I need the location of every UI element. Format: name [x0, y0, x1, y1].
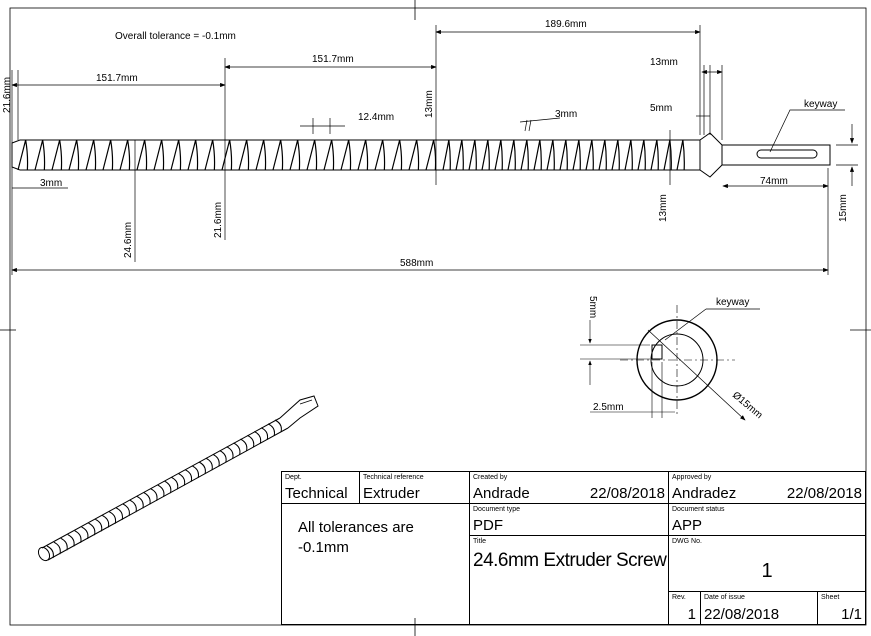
dim-24-6: 24.6mm	[123, 222, 134, 258]
created-by-value: Andrade	[473, 485, 530, 502]
dept-label: Dept.	[285, 474, 302, 481]
dim-12-4: 12.4mm	[358, 112, 394, 123]
dim-13-top: 13mm	[650, 57, 678, 68]
screw-flights	[17, 139, 685, 171]
dim-2-5: 2.5mm	[593, 402, 624, 413]
dim-3-mid: 3mm	[555, 109, 577, 120]
keyway-slot	[756, 149, 818, 159]
section-view	[580, 305, 760, 421]
status-label: Document status	[672, 506, 725, 513]
techref-cell: Technical reference Extruder	[360, 472, 470, 504]
techref-label: Technical reference	[363, 474, 424, 481]
dim-588: 588mm	[400, 258, 433, 269]
dim-13-bottom: 13mm	[658, 194, 669, 222]
title-cell: Title 24.6mm Extruder Screw	[470, 536, 669, 624]
tolerance-note: All tolerances are -0.1mm	[298, 519, 414, 556]
sheet-value: 1/1	[841, 606, 862, 623]
issue-date-value: 22/08/2018	[704, 606, 780, 623]
rev-value: 1	[687, 606, 696, 623]
issue-cell: Date of issue 22/08/2018	[701, 592, 818, 624]
approved-cell: Approved by Andradez 22/08/2018	[669, 472, 865, 504]
issue-label: Date of issue	[704, 594, 745, 601]
dim-5: 5mm	[650, 103, 672, 114]
sheet-label: Sheet	[821, 594, 840, 601]
keyway-label-section: keyway	[716, 297, 749, 308]
doctype-cell: Document type PDF	[470, 504, 669, 536]
dim-5-section: 5mm	[587, 296, 598, 318]
title-block: Dept. Technical Technical reference Extr…	[281, 471, 866, 625]
overall-tolerance-text: Overall tolerance = -0.1mm	[115, 31, 236, 42]
note-cell: All tolerances are -0.1mm	[282, 504, 470, 624]
section-keyway	[651, 344, 663, 360]
techref-value: Extruder	[363, 485, 420, 502]
created-label: Created by	[473, 474, 508, 481]
doctype-value: PDF	[473, 517, 503, 534]
dept-value: Technical	[285, 485, 348, 502]
approved-label: Approved by	[672, 474, 712, 481]
rev-cell: Rev. 1	[669, 592, 701, 624]
dim-15-side: 15mm	[838, 194, 849, 222]
dim-dia-15: Ø15mm	[730, 390, 764, 421]
screw-side-view	[11, 132, 831, 178]
isometric-view	[37, 395, 319, 562]
dim-3-left: 3mm	[40, 178, 62, 189]
sheet-border	[9, 7, 867, 626]
status-value: APP	[672, 517, 703, 534]
dim-13-mid: 13mm	[424, 90, 435, 118]
dim-151-7-mid: 151.7mm	[312, 54, 354, 65]
dim-189-6: 189.6mm	[545, 19, 587, 30]
sheet-cell: Sheet 1/1	[818, 592, 865, 624]
title-label: Title	[473, 538, 486, 545]
dwg-value: 1	[761, 560, 773, 582]
dim-21-6-left: 21.6mm	[2, 77, 13, 113]
doctype-label: Document type	[473, 506, 521, 513]
approved-date-value: 22/08/2018	[786, 485, 862, 502]
rev-label: Rev.	[672, 594, 686, 601]
dept-cell: Dept. Technical	[282, 472, 360, 504]
approved-by-value: Andradez	[672, 485, 737, 502]
dim-21-6-mid: 21.6mm	[213, 202, 224, 238]
created-date-value: 22/08/2018	[589, 485, 665, 502]
dwg-label: DWG No.	[672, 538, 702, 545]
dim-151-7-left: 151.7mm	[96, 73, 138, 84]
dim-74: 74mm	[760, 176, 788, 187]
dimension-lines	[11, 25, 858, 275]
isometric-flights	[46, 419, 282, 559]
title-value: 24.6mm Extruder Screw	[473, 550, 667, 571]
dwg-cell: DWG No. 1	[669, 536, 865, 592]
status-cell: Document status APP	[669, 504, 865, 536]
created-cell: Created by Andrade 22/08/2018	[470, 472, 669, 504]
keyway-label-side: keyway	[804, 99, 837, 110]
